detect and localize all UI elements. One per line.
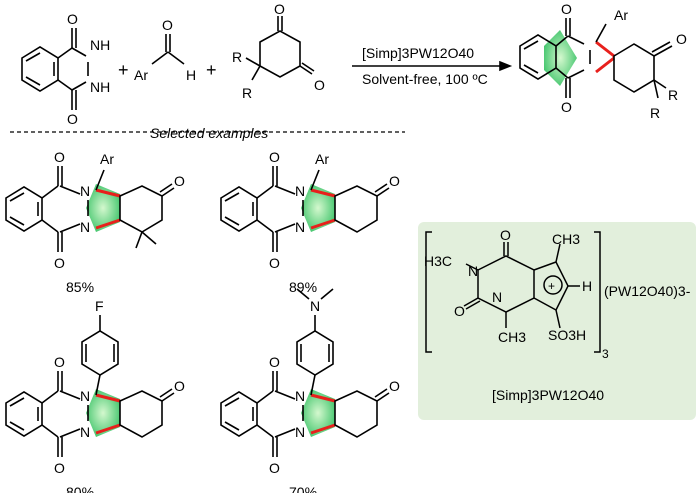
carbonyl-o-label: O xyxy=(67,111,78,127)
h3c-label: H3C xyxy=(424,253,452,269)
carbonyl-o-label: O xyxy=(67,11,78,27)
catalyst-n-label: N xyxy=(492,289,502,305)
ring-n-label: N xyxy=(295,388,305,404)
cyclohexanone-ring xyxy=(334,390,378,438)
left-bracket xyxy=(425,231,432,353)
amino-n-label: N xyxy=(310,298,320,314)
bracket-subscript: 3 xyxy=(602,347,609,361)
nh-label: NH xyxy=(90,37,110,53)
ring-n-label: N xyxy=(295,424,305,440)
catalyst-n-label: N xyxy=(468,263,478,279)
product-o-label: O xyxy=(561,1,572,17)
pyrazole-ring-highlight xyxy=(86,184,120,232)
cyclohexanone-ring xyxy=(119,185,163,233)
product-structure xyxy=(519,18,673,99)
so3h-label: SO3H xyxy=(548,327,586,343)
phthalhydrazide-structure xyxy=(21,28,89,110)
anion-label: (PW12O40)3- xyxy=(604,283,691,299)
ketone-o-label: O xyxy=(174,378,185,394)
ring-n-label: N xyxy=(80,219,90,235)
catalyst-name-label: [Simp]3PW12O40 xyxy=(492,387,604,403)
catalyst-reagent-label: [Simp]3PW12O40 xyxy=(362,45,474,61)
aryl-ring xyxy=(296,330,334,376)
carbonyl-o-label: O xyxy=(54,255,65,271)
plus-sign: + xyxy=(118,60,129,80)
example-product: O O N N O Ar 89% xyxy=(220,149,400,295)
ar-label: Ar xyxy=(315,151,329,167)
yield-label: 85% xyxy=(66,279,94,295)
ring-n-label: N xyxy=(295,183,305,199)
carbonyl-o-label: O xyxy=(269,354,280,370)
nh-label: NH xyxy=(90,79,110,95)
charge-label: + xyxy=(548,279,555,293)
catalyst-o-label: O xyxy=(500,227,511,243)
ketone-o-label: O xyxy=(174,173,185,189)
r-label: R xyxy=(242,85,252,101)
ar-label: Ar xyxy=(134,67,148,83)
catalyst-panel: H3C O O N N CH3 CH3 H SO3H + 3 (PW12O40)… xyxy=(418,222,696,420)
ketone-o-label: O xyxy=(389,378,400,394)
selected-examples-label: Selected examples xyxy=(150,125,268,141)
product-ar-label: Ar xyxy=(614,7,628,23)
aldehyde-o-label: O xyxy=(162,17,173,33)
example-product: O O N N O N 70% xyxy=(220,288,400,493)
carbonyl-o-label: O xyxy=(54,149,65,165)
yield-label: 70% xyxy=(289,484,317,493)
ring-n-label: N xyxy=(80,388,90,404)
yield-label: 89% xyxy=(289,279,317,295)
ketone-o-label: O xyxy=(389,173,400,189)
fluoro-label: F xyxy=(95,298,104,314)
ch3-label: CH3 xyxy=(498,329,526,345)
aldehyde-h-label: H xyxy=(186,67,196,83)
right-bracket xyxy=(594,231,601,353)
catalyst-box xyxy=(418,222,696,420)
catalyst-h-label: H xyxy=(582,278,592,294)
product-o-label: O xyxy=(676,31,687,47)
product-o-label: O xyxy=(561,99,572,115)
ring-n-label: N xyxy=(80,183,90,199)
carbonyl-o-label: O xyxy=(269,255,280,271)
cyclohexanone-ring xyxy=(334,185,378,233)
cyclohexanone-ring xyxy=(119,390,163,438)
pyrazole-ring-highlight xyxy=(301,389,335,437)
carbonyl-o-label: O xyxy=(54,354,65,370)
ketone-o-label: O xyxy=(274,1,285,17)
ketone-o-label: O xyxy=(314,77,325,93)
reaction-scheme xyxy=(10,16,673,133)
r-label: R xyxy=(232,49,242,65)
ch3-label: CH3 xyxy=(552,231,580,247)
carbonyl-o-label: O xyxy=(269,460,280,476)
reaction-scheme-text: NH NH O O + Ar O H + R R O O [Simp]3PW12… xyxy=(67,1,687,141)
yield-label: 80% xyxy=(66,484,94,493)
carbonyl-o-label: O xyxy=(269,149,280,165)
positive-charge-circle xyxy=(543,275,563,295)
plus-sign: + xyxy=(206,60,217,80)
catalyst-o-label: O xyxy=(454,303,465,319)
product-r-label: R xyxy=(650,105,660,121)
reaction-arrow xyxy=(352,60,513,72)
conditions-label: Solvent-free, 100 ºC xyxy=(362,71,488,87)
example-product: O O N N O F 80% xyxy=(5,298,185,493)
product-r-label: R xyxy=(668,87,678,103)
pyrazole-ring-highlight xyxy=(86,389,120,437)
pyrazole-ring-highlight xyxy=(301,184,335,232)
ar-label: Ar xyxy=(100,151,114,167)
ring-n-label: N xyxy=(295,219,305,235)
carbonyl-o-label: O xyxy=(54,460,65,476)
aryl-ring xyxy=(81,330,119,376)
diketone-structure xyxy=(245,16,315,81)
aldehyde-structure xyxy=(151,34,185,65)
example-product: O O N N O Ar 85% xyxy=(5,149,185,295)
ring-n-label: N xyxy=(80,424,90,440)
